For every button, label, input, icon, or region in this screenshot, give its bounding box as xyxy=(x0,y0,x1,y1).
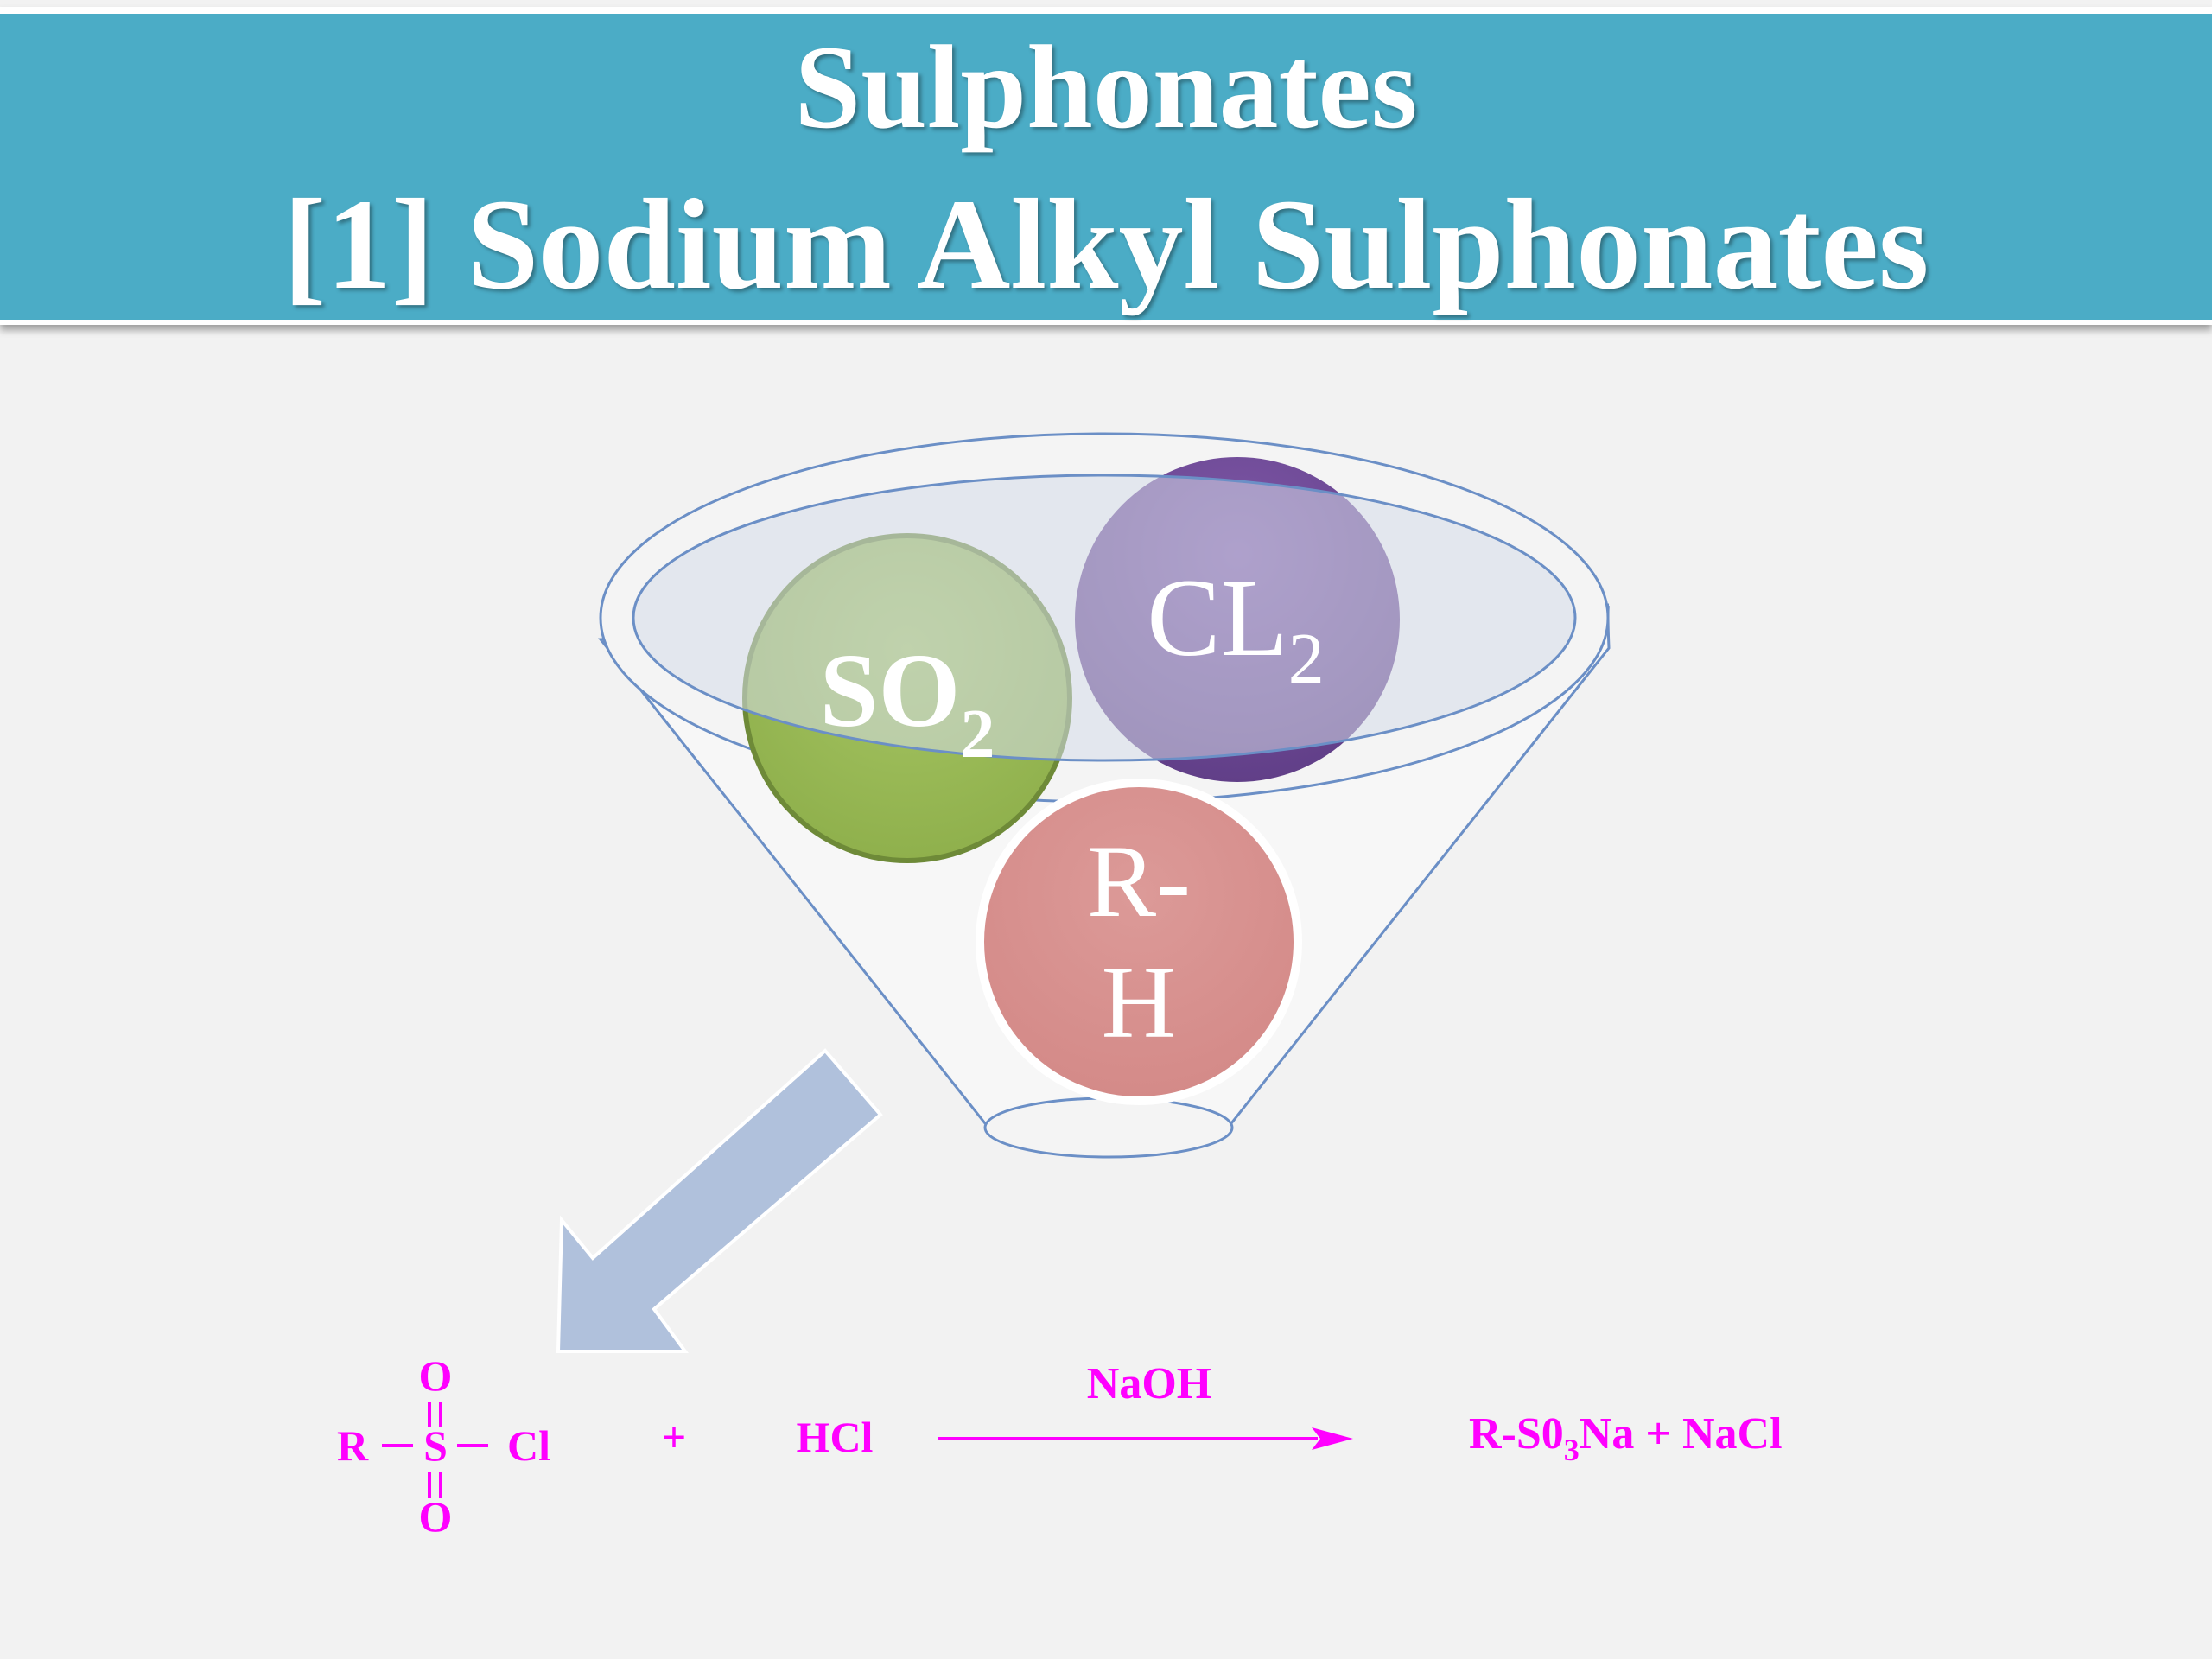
cl2-label: CL2 xyxy=(1147,556,1325,699)
rh-label-line2: H xyxy=(1102,944,1177,1059)
funnel-bottom xyxy=(983,1096,1234,1159)
funnel-inner-rim xyxy=(632,474,1577,762)
hcl: HCl xyxy=(797,1413,874,1461)
title-line-1: Sulphonates xyxy=(794,21,1418,153)
circle-rh xyxy=(976,779,1302,1105)
down-left-arrow xyxy=(556,1048,883,1353)
title-banner xyxy=(0,7,2212,325)
reactant-s: S xyxy=(423,1421,448,1470)
reactant-cl: Cl xyxy=(507,1421,550,1470)
rh-label-line1: R- xyxy=(1087,823,1191,938)
plus-sign: + xyxy=(662,1413,687,1461)
reactant-r: R xyxy=(337,1421,369,1470)
oxygen-top: O xyxy=(419,1351,453,1400)
reagent-naoh: NaOH xyxy=(1087,1359,1211,1408)
product: R-S03Na + NaCl xyxy=(1469,1409,1783,1467)
oxygen-bottom: O xyxy=(419,1492,453,1541)
title-line-2: [1] Sodium Alkyl Sulphonates xyxy=(283,173,1929,316)
so2-label: SO2 xyxy=(820,632,995,772)
reaction-equation: O R S Cl O + HCl NaOH R-S03Na + NaCl xyxy=(337,1351,1783,1541)
